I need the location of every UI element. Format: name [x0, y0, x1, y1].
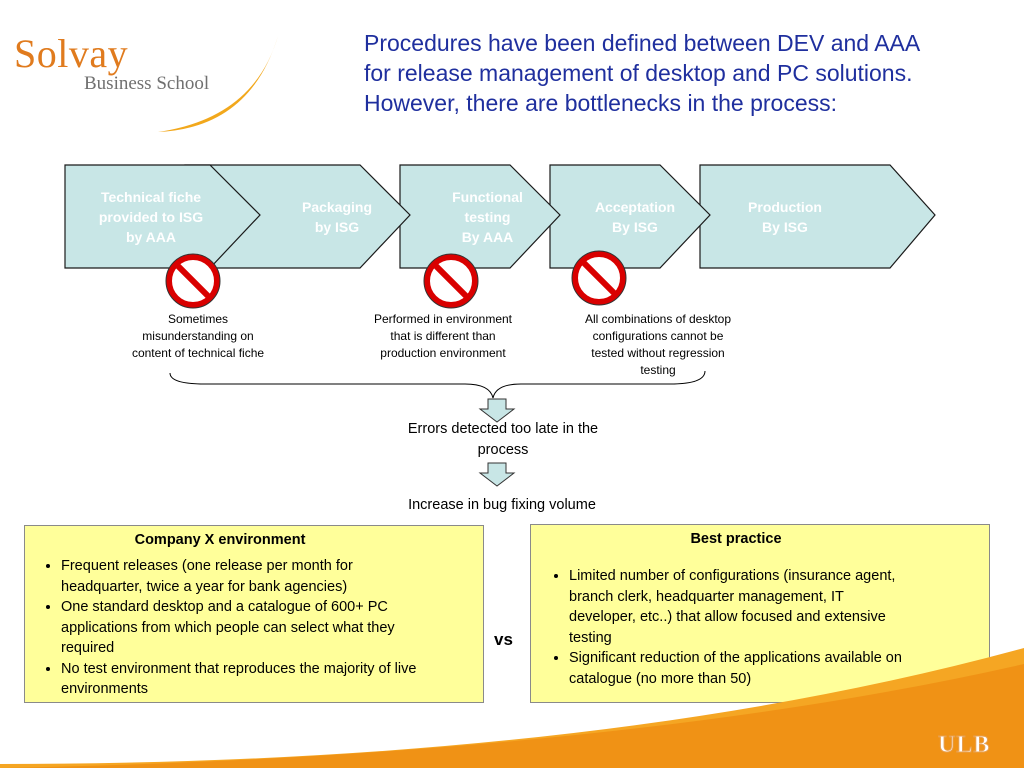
logo-name: Solvay	[14, 31, 129, 76]
process-chevrons	[64, 164, 936, 269]
bullet-list: Limited number of configurations (insura…	[531, 566, 989, 689]
vs-label: vs	[494, 630, 513, 649]
stop-sign-icon	[165, 253, 221, 309]
stage-3-label: Functional testing By AAA	[452, 189, 523, 245]
list-item: Frequent releases (one release per month…	[61, 556, 483, 597]
list-item: No test environment that reproduces the …	[61, 659, 483, 700]
stage-3-chevron	[399, 164, 561, 269]
panel-heading: Company X environment	[134, 532, 306, 548]
ulb-logo: ULB	[937, 732, 991, 759]
list-item: Limited number of configurations (insura…	[569, 566, 989, 648]
footer-swoosh	[0, 648, 1024, 768]
logo-swoosh	[158, 36, 278, 132]
stage-5-label: Production By ISG	[748, 199, 822, 235]
consequence-bug-volume: Increase in bug fixing volume	[408, 497, 596, 513]
logo-subtitle: Business School	[84, 73, 210, 94]
bottleneck-note: Performed in environment that is differe…	[373, 312, 513, 360]
bottleneck-note: All combinations of desktop configuratio…	[584, 312, 732, 377]
stage-1-chevron	[64, 164, 261, 269]
panel-company-x: Company X environment Frequent releases …	[24, 525, 484, 703]
bullet-list: Frequent releases (one release per month…	[25, 556, 483, 700]
stage-5-chevron	[699, 164, 936, 269]
list-item: Significant reduction of the application…	[569, 648, 989, 689]
bottleneck-note: Sometimes misunderstanding on content of…	[131, 312, 265, 360]
stage-4-chevron	[549, 164, 711, 269]
title-line: Procedures have been defined between DEV…	[364, 30, 921, 56]
title-line: However, there are bottlenecks in the pr…	[364, 90, 838, 116]
consequence-errors: Errors detected too late in the process	[407, 421, 599, 458]
stage-1-label: Technical fiche provided to ISG by AAA	[98, 189, 204, 245]
stop-sign-icon	[571, 250, 627, 306]
stage-4-label: Acceptation By ISG	[594, 199, 676, 235]
panel-best-practice: Best practice Limited number of configur…	[530, 524, 990, 703]
curly-brace	[169, 370, 706, 399]
panel-heading: Best practice	[690, 531, 782, 547]
down-arrow-icon	[478, 462, 516, 487]
title-line: for release management of desktop and PC…	[364, 60, 913, 86]
list-item: One standard desktop and a catalogue of …	[61, 597, 483, 659]
down-arrow-icon	[478, 398, 516, 423]
stop-sign-icon	[423, 253, 479, 309]
page-title: Procedures have been defined between DEV…	[364, 28, 1004, 118]
stage-2-label: Packaging by ISG	[301, 199, 373, 235]
